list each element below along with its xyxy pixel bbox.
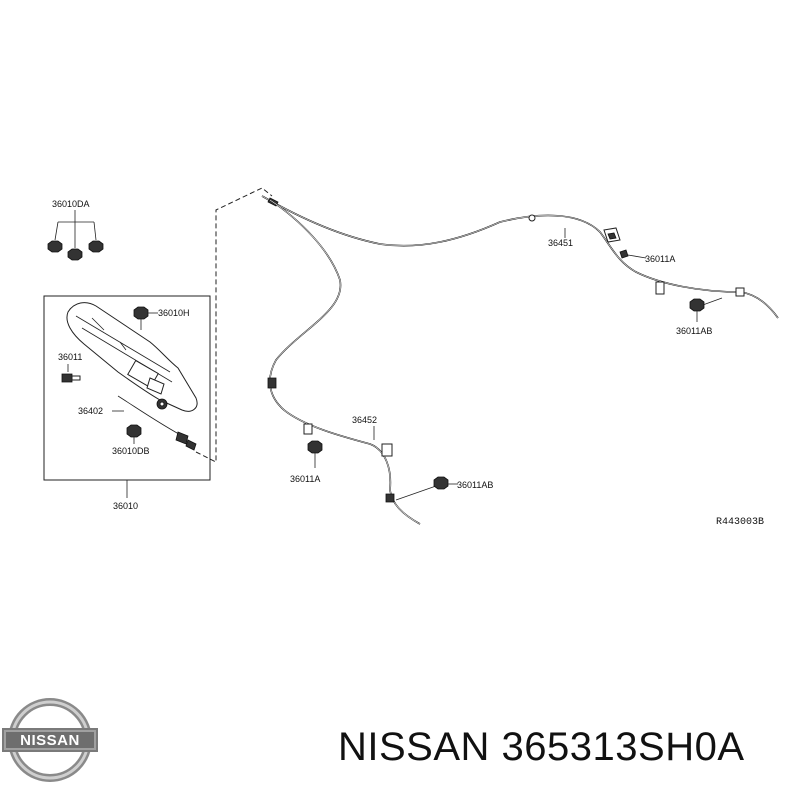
label-36010: 36010 bbox=[113, 501, 138, 511]
nut-icon bbox=[88, 240, 104, 253]
connection-dashed-line bbox=[195, 187, 273, 463]
bolt-36011AB-top: 36011AB bbox=[676, 297, 723, 336]
bolt-36011AB-bottom: 36011AB bbox=[433, 476, 493, 490]
cable-36402: 36402 bbox=[78, 395, 197, 451]
label-36010H: 36010H bbox=[158, 308, 190, 318]
label-36011A-top: 36011A bbox=[645, 254, 675, 264]
label-36011AB-bottom: 36011AB bbox=[457, 480, 493, 490]
bolt-36011A-top: 36011A bbox=[619, 249, 675, 264]
bolt-36010H: 36010H bbox=[133, 306, 190, 330]
nut-36010DB: 36010DB bbox=[112, 424, 150, 456]
label-36011A-bottom: 36011A bbox=[290, 474, 320, 484]
label-36011AB-top: 36011AB bbox=[676, 326, 712, 336]
clip-36011: 36011 bbox=[58, 352, 82, 383]
nut-icon bbox=[47, 240, 63, 253]
parking-brake-lever bbox=[66, 302, 198, 412]
logo-wordmark: NISSAN bbox=[20, 732, 80, 749]
nissan-logo: NISSAN bbox=[2, 698, 98, 782]
label-36452: 36452 bbox=[352, 415, 377, 425]
label-36402: 36402 bbox=[78, 406, 103, 416]
rear-cable-36452: 36452 bbox=[267, 199, 437, 525]
label-36451: 36451 bbox=[548, 238, 573, 248]
label-36010DB: 36010DB bbox=[112, 446, 150, 456]
label-36011: 36011 bbox=[58, 352, 82, 362]
nut-group-36010DA: 36010DA bbox=[47, 199, 104, 261]
lever-assembly-box: 36010 36010H 36011 bbox=[43, 295, 211, 511]
part-number-title: NISSAN 365313SH0A bbox=[338, 725, 745, 769]
label-36010DA: 36010DA bbox=[52, 199, 90, 209]
diagram-reference-code: R443003B bbox=[716, 517, 764, 528]
nut-icon bbox=[67, 248, 83, 261]
bolt-36011A-bottom: 36011A bbox=[290, 440, 323, 484]
